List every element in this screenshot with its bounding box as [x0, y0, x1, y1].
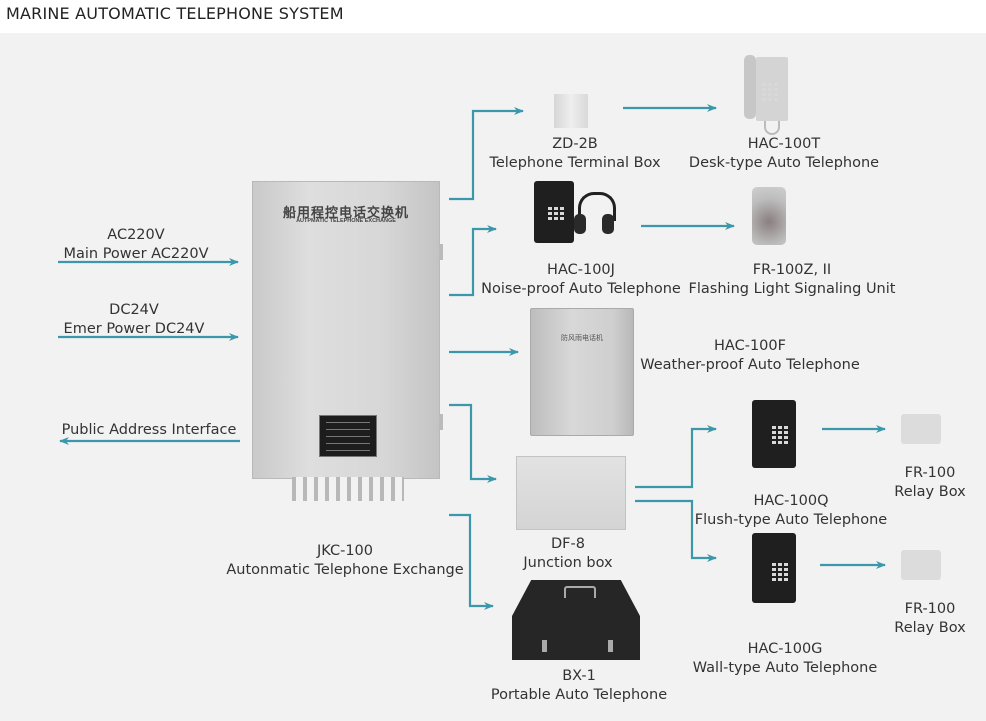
label-fr100z: FR-100Z, II Flashing Light Signaling Uni… — [688, 262, 896, 297]
label-dc24v: DC24V Emer Power DC24V — [63, 302, 205, 337]
weatherproof-panel-cn: 防风雨电话机 — [561, 335, 603, 342]
wire-df8-to-hac100q — [635, 425, 717, 489]
hac100q-flush-phone-image — [752, 400, 796, 468]
wire-df8-to-hac100g — [635, 499, 717, 562]
label-relay-1: FR-100 Relay Box — [894, 465, 966, 500]
label-hac100q: HAC-100Q Flush-type Auto Telephone — [694, 493, 888, 528]
zd2b-terminal-box-image — [554, 94, 588, 128]
exchange-cabinet-image: 船用程控电话交换机 AUTPMATIC TELEPHONE EXCHANGE — [252, 181, 443, 479]
cabinet-hinge — [439, 244, 443, 260]
label-zd2b: ZD-2B Telephone Terminal Box — [489, 136, 661, 171]
wire-exchange-to-df8 — [449, 403, 497, 483]
label-hac100t: HAC-100T Desk-type Auto Telephone — [688, 136, 880, 171]
nameplate — [319, 415, 377, 457]
label-hac100j: HAC-100J Noise-proof Auto Telephone — [481, 262, 681, 297]
hac100g-wall-phone-image — [752, 533, 796, 603]
label-ac220v: AC220V Main Power AC220V — [63, 227, 209, 262]
relay-box-image-2 — [901, 550, 941, 580]
label-relay-2: FR-100 Relay Box — [894, 601, 966, 636]
df8-junction-box-image — [516, 456, 626, 530]
cabinet-cable-grille — [292, 477, 404, 501]
relay-box-image-1 — [901, 414, 941, 444]
bx1-portable-case-image — [512, 580, 640, 660]
page-title: MARINE AUTOMATIC TELEPHONE SYSTEM — [6, 4, 344, 23]
exchange-panel-en: AUTPMATIC TELEPHONE EXCHANGE — [296, 218, 396, 224]
label-df8: DF-8 Junction box — [523, 536, 613, 571]
label-public-address: Public Address Interface — [61, 422, 237, 438]
label-hac100g: HAC-100G Wall-type Auto Telephone — [692, 641, 878, 676]
hac100j-noise-proof-phone-image — [534, 181, 574, 243]
wire-exchange-to-zd2b — [449, 107, 524, 201]
headset-image — [572, 192, 616, 242]
label-bx1: BX-1 Portable Auto Telephone — [490, 668, 668, 703]
hac100t-desk-phone-image — [744, 55, 790, 135]
label-exchange: JKC-100 Autonmatic Telephone Exchange — [226, 543, 464, 578]
fr100z-signal-unit-image — [752, 187, 786, 245]
exchange-panel-cn: 船用程控电话交换机 — [282, 205, 409, 220]
wire-exchange-to-hac100j — [449, 225, 497, 297]
label-hac100f: HAC-100F Weather-proof Auto Telephone — [640, 338, 860, 373]
wire-exchange-to-bx1 — [449, 513, 494, 610]
cabinet-hinge — [439, 414, 443, 430]
hac100f-weatherproof-box-image: 防风雨电话机 — [530, 308, 634, 436]
